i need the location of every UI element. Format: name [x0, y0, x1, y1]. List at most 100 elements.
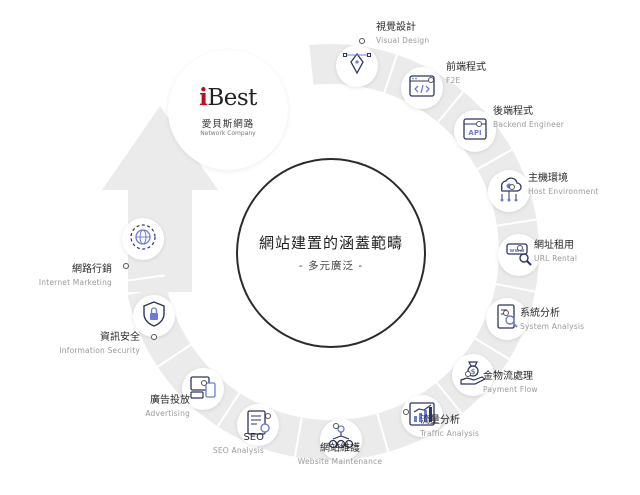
logo-mark: iBest	[199, 84, 257, 111]
service-label[interactable]: 系統分析 System Analysis	[520, 308, 584, 331]
service-node[interactable]	[181, 368, 224, 411]
service-label-en: Host Environment	[528, 186, 599, 196]
service-label[interactable]: 流量分析 Traffic Analysis	[420, 415, 479, 438]
bar-chart-icon	[407, 399, 437, 433]
service-label-zh: 流量分析	[420, 415, 460, 426]
ring-divider	[156, 343, 192, 368]
svg-text:www: www	[509, 248, 524, 254]
service-label[interactable]: 金物流處理 Payment Flow	[483, 371, 538, 394]
ring-divider	[383, 54, 398, 93]
devices-icon	[188, 372, 218, 406]
service-label-en: Advertising	[145, 408, 190, 418]
label-marker	[509, 184, 515, 190]
service-label-zh: SEO	[243, 432, 264, 443]
label-marker	[201, 380, 207, 386]
ring-divider	[293, 417, 303, 458]
service-label-zh: 後端程式	[493, 106, 533, 117]
service-label[interactable]: 資訊安全 Information Security	[59, 332, 140, 355]
service-label-zh: 廣告投放	[150, 395, 190, 406]
service-label-en: F2E	[446, 75, 461, 85]
service-label-en: Visual Design	[376, 35, 430, 45]
code-window-icon	[407, 71, 437, 105]
ring-divider	[476, 148, 513, 171]
label-marker	[503, 310, 509, 316]
label-marker	[123, 263, 129, 269]
service-node[interactable]: www	[497, 234, 540, 277]
logo-badge[interactable]: iBest 愛貝斯網路 Network Company	[168, 50, 288, 170]
service-label-en: Payment Flow	[483, 384, 538, 394]
analysis-document-icon	[492, 302, 522, 336]
api-icon: API	[460, 114, 490, 148]
service-node[interactable]: $	[451, 354, 494, 397]
service-label[interactable]: 主機環境 Host Environment	[528, 173, 599, 196]
center-subtitle: - 多元廣泛 -	[298, 260, 364, 272]
cloud-server-icon	[494, 174, 524, 208]
ring-divider	[216, 392, 241, 427]
ring-divider	[437, 90, 465, 124]
label-marker	[476, 121, 482, 127]
service-label[interactable]: 前端程式 F2E	[446, 62, 486, 85]
service-label-en: SEO Analysis	[212, 445, 264, 455]
service-label-en: Internet Marketing	[38, 277, 112, 287]
service-label-zh: 網路行銷	[72, 264, 112, 275]
label-marker	[265, 413, 271, 419]
label-marker	[517, 245, 523, 251]
service-node[interactable]	[401, 66, 444, 109]
label-marker	[333, 423, 339, 429]
shield-icon	[139, 299, 169, 333]
service-node[interactable]: API	[454, 110, 497, 153]
service-label[interactable]: 網站維護 Website Maintenance	[298, 443, 382, 466]
ring-divider	[495, 283, 536, 293]
service-label-zh: 網站維護	[319, 443, 360, 454]
service-label[interactable]: SEO SEO Analysis	[213, 432, 264, 455]
service-label-zh: 系統分析	[520, 308, 560, 319]
globe-target-icon	[128, 222, 158, 256]
label-marker	[403, 409, 409, 415]
svg-text:API: API	[468, 129, 481, 137]
service-label-zh: 資訊安全	[100, 332, 140, 343]
ring-divider	[435, 381, 463, 415]
label-marker	[465, 371, 471, 377]
service-label-en: Website Maintenance	[297, 456, 383, 466]
service-node[interactable]	[336, 44, 379, 87]
label-marker	[428, 77, 434, 83]
service-label-en: Backend Engineer	[493, 119, 565, 129]
service-label[interactable]: 網址租用 URL Rental	[534, 240, 577, 263]
service-label-en: System Analysis	[520, 321, 585, 331]
service-node[interactable]	[485, 298, 528, 341]
label-marker	[359, 38, 365, 44]
logo-name-zh: 愛貝斯網路	[201, 119, 255, 130]
ring-divider	[124, 274, 165, 282]
service-label[interactable]: 網路行銷 Internet Marketing	[39, 264, 112, 287]
service-label[interactable]: 視覺設計 Visual Design	[376, 22, 429, 45]
service-label[interactable]: 後端程式 Backend Engineer	[493, 106, 564, 129]
service-label-zh: 網址租用	[534, 240, 574, 251]
service-label[interactable]: 廣告投放 Advertising	[145, 395, 190, 418]
service-node[interactable]	[133, 295, 176, 338]
service-label-zh: 視覺設計	[376, 22, 416, 33]
service-label-en: Traffic Analysis	[420, 428, 480, 438]
service-label-zh: 前端程式	[446, 62, 486, 73]
center-circle: 網站建置的涵蓋範疇 - 多元廣泛 -	[236, 158, 426, 348]
pen-tool-icon	[342, 49, 372, 83]
service-node[interactable]	[122, 217, 165, 260]
seo-document-icon	[243, 408, 273, 442]
www-search-icon: www	[504, 238, 534, 272]
service-label-zh: 金物流處理	[483, 371, 533, 382]
service-node[interactable]	[487, 169, 530, 212]
label-marker	[151, 334, 157, 340]
logo-name-en: Network Company	[200, 130, 256, 137]
svg-text:$: $	[470, 368, 475, 376]
ring-divider	[474, 337, 510, 360]
service-label-zh: 主機環境	[528, 173, 568, 184]
ring-divider	[376, 413, 390, 453]
team-network-icon	[326, 423, 356, 457]
center-title: 網站建置的涵蓋範疇	[258, 234, 403, 252]
service-node[interactable]	[319, 418, 362, 461]
service-label-en: URL Rental	[534, 253, 578, 263]
service-node[interactable]	[236, 404, 279, 447]
ring-divider	[496, 218, 537, 227]
service-node[interactable]	[401, 395, 444, 438]
service-label-en: Information Security	[59, 345, 140, 355]
